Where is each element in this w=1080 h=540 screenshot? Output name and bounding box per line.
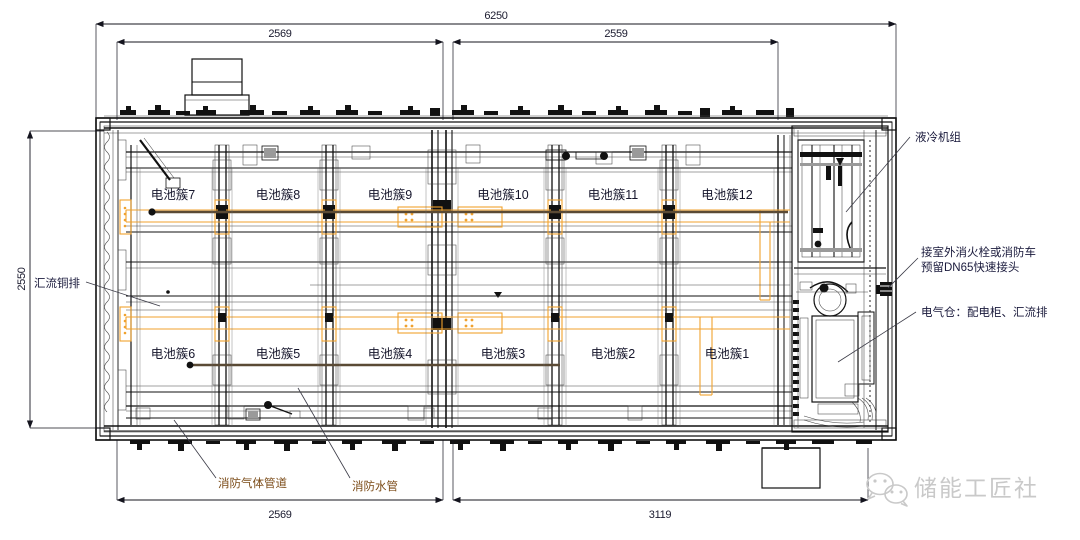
watermark: 储能工匠社	[866, 472, 1039, 507]
cable-bundle	[793, 300, 877, 428]
electrical-cabinet	[799, 311, 875, 415]
floor-frame-bottom	[100, 425, 892, 489]
cluster-label-5: 电池簇5	[256, 346, 301, 361]
dim-bottom-left	[116, 440, 444, 504]
cluster-label-11: 电池簇11	[588, 187, 639, 202]
cluster-label-10: 电池簇10	[477, 187, 528, 202]
equipment-bay	[791, 125, 892, 433]
interior-hardware	[135, 137, 701, 421]
cluster-label-2: 电池簇2	[591, 346, 636, 361]
dim-top-right	[452, 38, 779, 120]
callout-fire-hydrant-line1: 接室外消火栓或消防车	[921, 245, 1036, 259]
dim-label-bottom-right: 3119	[649, 509, 672, 521]
dn65-hydrant-connector	[876, 282, 892, 296]
cluster-label-4: 电池簇4	[368, 346, 413, 361]
callout-fire-gas-pipe: 消防气体管道	[218, 476, 287, 490]
center-divider	[427, 130, 457, 428]
interior-rails-top	[126, 151, 792, 269]
leader-liquid-cooling	[845, 136, 911, 213]
callout-liquid-cooling: 液冷机组	[915, 130, 961, 144]
callout-fire-hydrant-line2: 预留DN65快速接头	[921, 261, 1019, 274]
leader-dn65	[887, 257, 919, 289]
callout-busbar: 汇流铜排	[34, 276, 80, 290]
module-outlines	[139, 168, 775, 426]
dim-label-left-vertical: 2550	[16, 267, 28, 290]
dim-label-top-overall: 6250	[484, 10, 507, 22]
leader-fire-water	[297, 387, 351, 479]
cluster-label-6: 电池簇6	[151, 346, 196, 361]
cluster-label-1: 电池簇1	[705, 346, 750, 361]
roof-hvac-unit	[184, 58, 250, 116]
dim-label-top-left: 2569	[268, 28, 291, 40]
dim-top-overall	[95, 20, 897, 118]
cluster-label-8: 电池簇8	[256, 187, 301, 202]
callout-electrical-bay: 电气仓：配电柜、汇流排	[921, 305, 1048, 319]
cluster-label-12: 电池簇12	[701, 187, 752, 202]
dim-label-bottom-left: 2569	[268, 509, 291, 521]
pipe-runs	[148, 208, 790, 369]
liquid-cooling-unit	[797, 139, 865, 263]
leader-busbar	[85, 281, 161, 307]
wechat-icon	[866, 472, 908, 507]
roof-frame-top	[100, 105, 892, 134]
leader-fire-gas	[173, 419, 217, 479]
leader-electrical-bay	[837, 311, 917, 363]
cluster-label-3: 电池簇3	[481, 346, 526, 361]
watermark-text: 储能工匠社	[914, 475, 1039, 501]
cluster-label-9: 电池簇9	[368, 187, 413, 202]
dim-top-left	[116, 38, 444, 120]
callout-fire-water-pipe: 消防水管	[352, 479, 398, 493]
dim-bottom-right	[452, 440, 869, 504]
dim-left-vertical	[26, 130, 104, 429]
cluster-label-7: 电池簇7	[151, 187, 196, 202]
dim-label-top-right: 2559	[604, 28, 627, 40]
leader-lines	[85, 136, 919, 479]
left-end-wall	[104, 130, 127, 430]
